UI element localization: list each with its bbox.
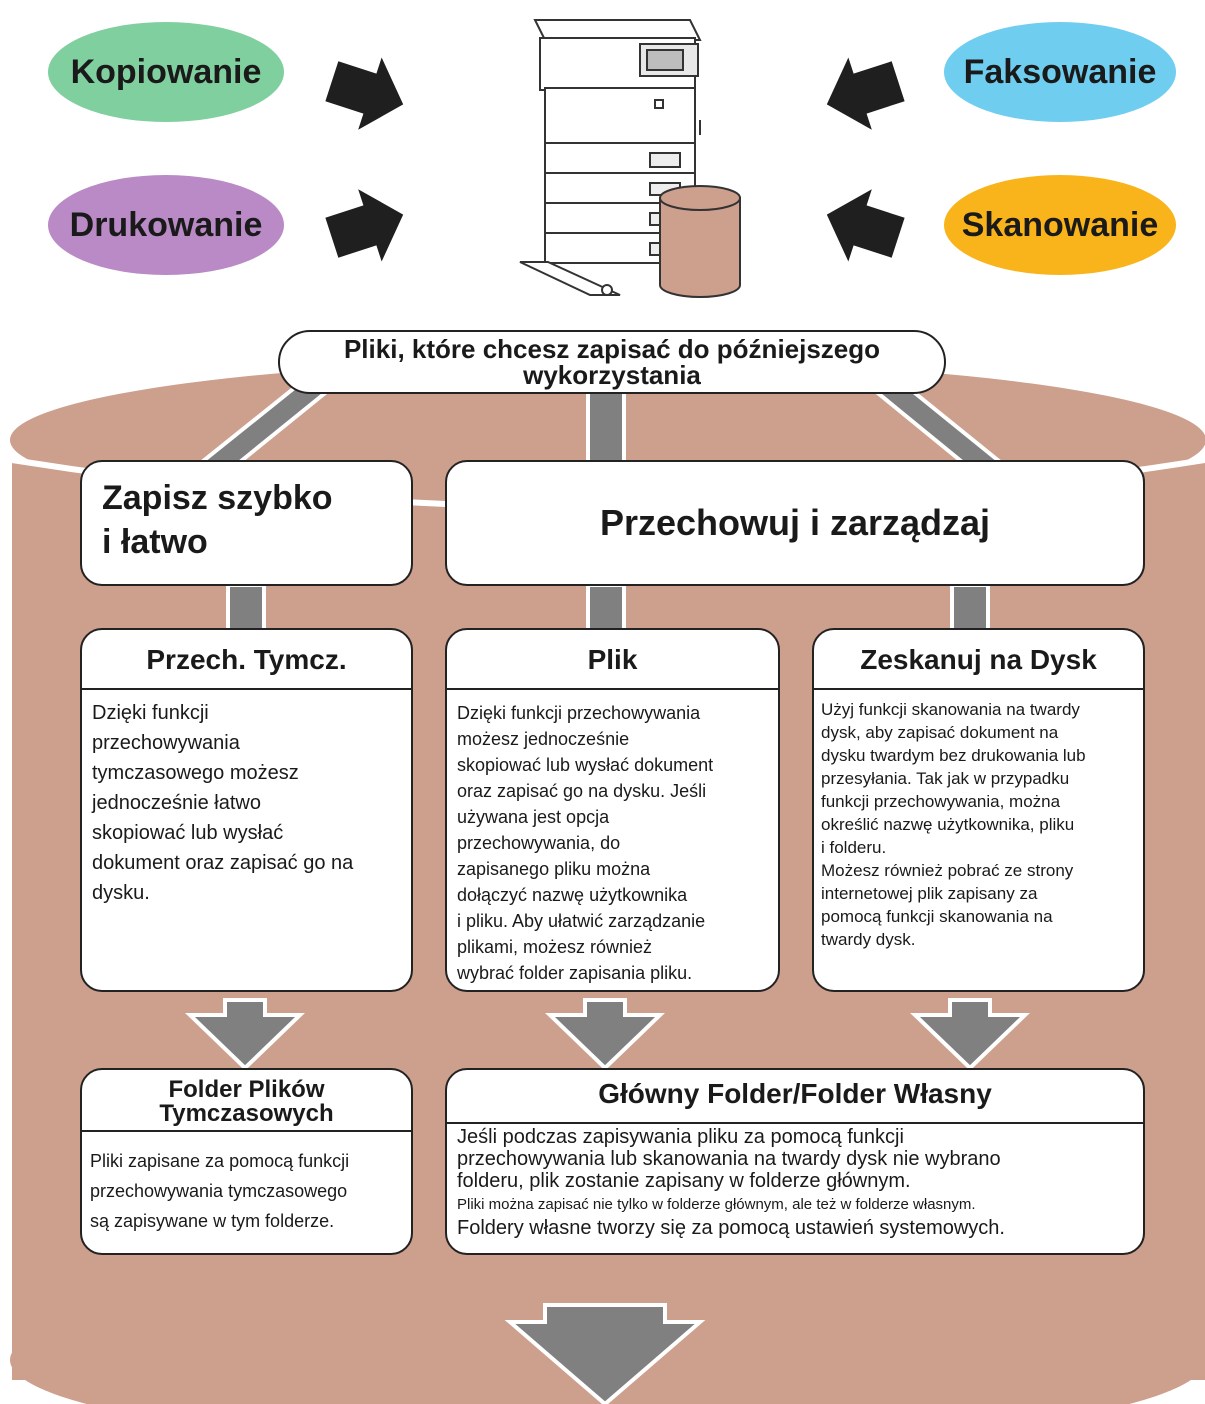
down-arrows <box>185 998 1030 1071</box>
files-banner: Pliki, które chcesz zapisać do późniejsz… <box>278 330 946 394</box>
main-folder-text-2: Pliki można zapisać nie tylko w folderze… <box>457 1196 976 1213</box>
temp-storage-title: Przech. Tymcz. <box>146 644 347 675</box>
quick-save-heading: Zapisz szybko i łatwo <box>102 479 333 561</box>
fax-mode-oval: Faksowanie <box>944 22 1176 122</box>
scan-to-disk-title: Zeskanuj na Dysk <box>860 644 1097 675</box>
fax-mode-label: Faksowanie <box>963 52 1157 91</box>
main-folder-text-1: Jeśli podczas zapisywania pliku za pomoc… <box>457 1126 1001 1192</box>
print-mode-label: Drukowanie <box>69 205 263 244</box>
copy-mode-label: Kopiowanie <box>70 52 262 91</box>
disk-icon <box>659 185 741 298</box>
quick-save-box: Zapisz szybko i łatwo <box>80 460 413 586</box>
files-banner-text: Pliki, które chcesz zapisać do późniejsz… <box>343 334 881 390</box>
copy-mode-oval: Kopiowanie <box>48 22 284 122</box>
temp-folder-box: Folder Plików Tymczasowych Pliki zapisan… <box>80 1068 413 1255</box>
scan-to-disk-box: Zeskanuj na Dysk Użyj funkcji skanowania… <box>812 628 1145 992</box>
file-box: Plik Dzięki funkcji przechowywania możes… <box>445 628 780 992</box>
black-arrows <box>325 57 905 262</box>
file-text: Dzięki funkcji przechowywania możesz jed… <box>457 703 714 983</box>
store-manage-box: Przechowuj i zarządzaj <box>445 460 1145 586</box>
print-mode-oval: Drukowanie <box>48 175 284 275</box>
main-folder-text-3: Foldery własne tworzy się za pomocą usta… <box>457 1217 1005 1239</box>
temp-folder-text: Pliki zapisane za pomocą funkcji przecho… <box>90 1151 350 1231</box>
temp-folder-title: Folder Plików Tymczasowych <box>159 1076 334 1127</box>
scan-to-disk-text: Użyj funkcji skanowania na twardy dysk, … <box>821 700 1086 949</box>
store-manage-heading: Przechowuj i zarządzaj <box>599 502 991 543</box>
scan-mode-label: Skanowanie <box>961 205 1159 244</box>
main-down-arrow <box>504 1303 706 1404</box>
main-folder-title: Główny Folder/Folder Własny <box>598 1078 992 1109</box>
temp-storage-text: Dzięki funkcji przechowywania tymczasowe… <box>92 702 354 904</box>
scan-mode-oval: Skanowanie <box>944 175 1176 275</box>
file-title: Plik <box>587 644 638 675</box>
main-folder-box: Główny Folder/Folder Własny Jeśli podcza… <box>445 1068 1145 1255</box>
temp-storage-box: Przech. Tymcz. Dzięki funkcji przechowyw… <box>80 628 413 992</box>
